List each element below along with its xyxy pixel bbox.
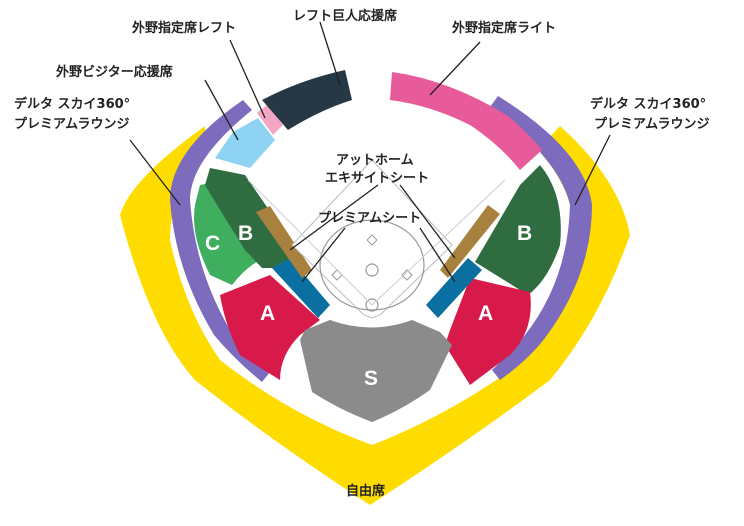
delta-sky360-lounge-left[interactable] — [170, 100, 270, 382]
section-a-left[interactable] — [220, 275, 320, 380]
section-s-center-label: S — [364, 367, 378, 390]
label-excite-line1: アットホーム — [336, 153, 414, 168]
left-outfield-reserved-section[interactable] — [257, 104, 283, 135]
section-c-left-label: C — [205, 232, 220, 255]
foul-line-right — [371, 179, 506, 306]
label-outfield-visitor-cheering: 外野ビジター応援席 — [55, 64, 173, 80]
pitcher-mound — [365, 263, 379, 277]
section-b-right-label: B — [517, 222, 532, 245]
excite-seat-left[interactable] — [256, 206, 312, 278]
infield — [319, 219, 425, 311]
home-plate — [365, 298, 379, 312]
section-a-right-label: A — [478, 302, 493, 325]
section-a-right[interactable] — [445, 278, 531, 385]
label-delta-lounge-left-line2: プレミアムラウンジ — [14, 117, 129, 132]
label-excite-line2: エキサイトシート — [325, 171, 429, 186]
section-a-left-label: A — [260, 302, 275, 325]
premium-seat-right[interactable] — [426, 258, 482, 318]
section-b-left-label: B — [238, 222, 253, 245]
left-giants-cheering-section[interactable] — [262, 70, 352, 130]
label-delta-lounge-left-line1: デルタ スカイ360° — [14, 96, 130, 112]
first-base — [401, 269, 413, 281]
label-right-outfield-reserved: 外野指定席ライト — [451, 20, 556, 36]
section-b-left[interactable] — [205, 168, 300, 268]
general-admission-area[interactable] — [120, 126, 630, 505]
label-delta-lounge-right-line2: プレミアムラウンジ — [594, 117, 709, 132]
playing-field — [291, 159, 453, 319]
label-delta-lounge-right-line1: デルタ スカイ360° — [590, 96, 706, 112]
label-left-giants-cheering: レフト巨人応援席 — [293, 8, 397, 24]
foul-line-left — [247, 179, 373, 306]
right-outfield-reserved-section[interactable] — [390, 72, 542, 170]
label-general-admission: 自由席 — [346, 483, 385, 499]
outfield-visitor-cheering-section[interactable] — [215, 118, 275, 168]
premium-seat-left[interactable] — [272, 258, 330, 318]
section-b-right[interactable] — [475, 165, 561, 295]
excite-seat-right[interactable] — [440, 205, 500, 278]
label-left-outfield-reserved: 外野指定席レフト — [131, 20, 236, 36]
label-premium-seat: プレミアムシート — [318, 211, 421, 226]
delta-sky360-lounge-right[interactable] — [490, 96, 592, 380]
second-base — [366, 234, 378, 246]
section-s-center[interactable] — [300, 320, 452, 422]
section-c-left[interactable] — [194, 184, 260, 285]
